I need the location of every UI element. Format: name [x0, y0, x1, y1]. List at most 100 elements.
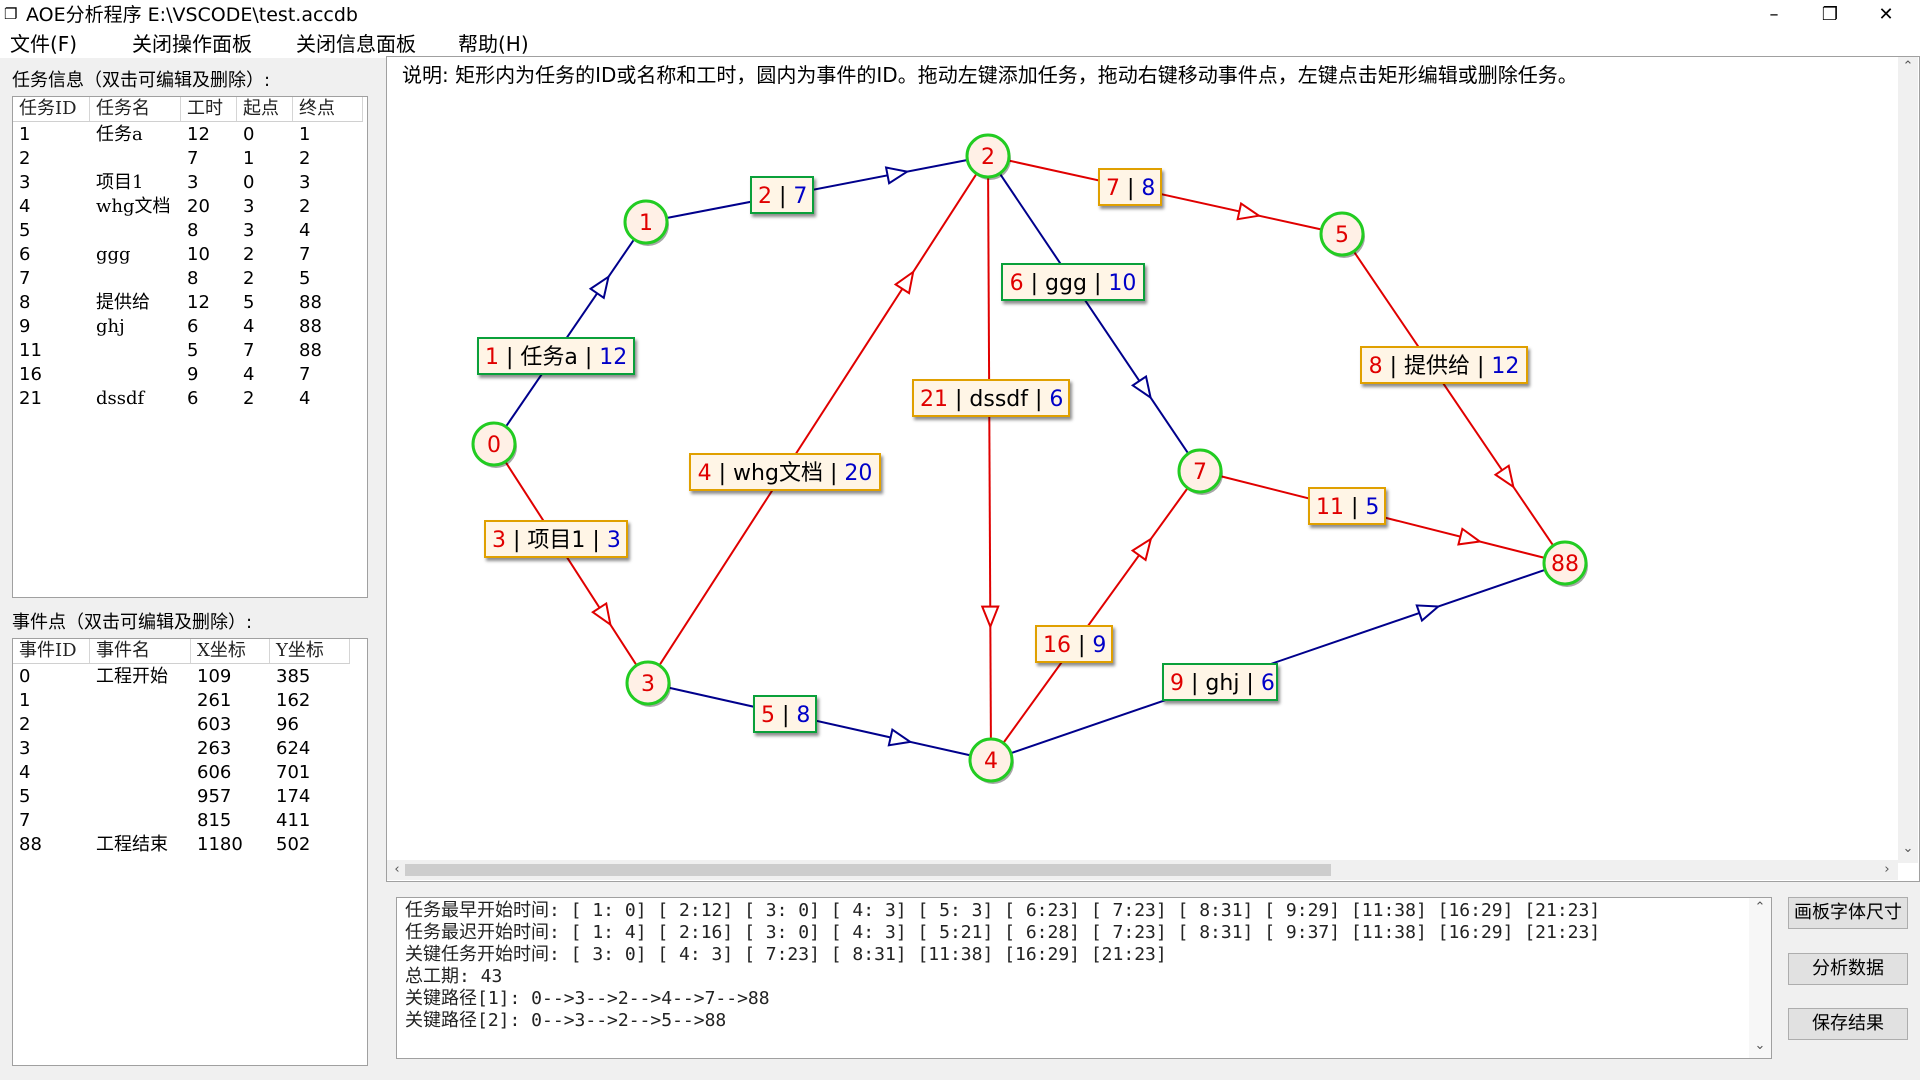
- task-cell: 5: [187, 340, 199, 361]
- task-cell: 16: [19, 364, 42, 385]
- analyze-data-button[interactable]: 分析数据: [1788, 953, 1908, 985]
- task-box-4[interactable]: 4 | whg文档 | 20: [689, 453, 881, 491]
- task-cell: 9: [19, 316, 31, 337]
- analysis-output[interactable]: 任务最早开始时间: [ 1: 0] [ 2:12] [ 3: 0] [ 4: 3…: [396, 897, 1772, 1059]
- task-column-header[interactable]: 工时: [181, 97, 237, 121]
- task-cell: whg文档: [96, 196, 171, 217]
- task-box-duration: 8: [796, 703, 811, 728]
- event-column-header[interactable]: 事件名: [90, 639, 191, 663]
- event-cell: 603: [197, 714, 232, 735]
- task-box-21[interactable]: 21 | dssdf | 6: [912, 379, 1070, 417]
- canvas-horizontal-scrollbar[interactable]: ‹ ›: [387, 860, 1898, 880]
- task-cell: 1: [19, 124, 31, 145]
- event-column-header[interactable]: 事件ID: [13, 639, 90, 663]
- event-cell: 3: [19, 738, 31, 759]
- task-box-8[interactable]: 8 | 提供给 | 12: [1360, 346, 1528, 384]
- task-box-6[interactable]: 6 | ggg | 10: [1001, 263, 1145, 301]
- task-cell: 12: [187, 292, 210, 313]
- task-column-header[interactable]: 起点: [237, 97, 293, 121]
- event-column-header[interactable]: Y坐标: [270, 639, 350, 663]
- task-box-5[interactable]: 5 | 8: [753, 695, 817, 733]
- task-cell: ghj: [96, 316, 125, 337]
- task-cell: 0: [243, 124, 255, 145]
- canvas-vertical-scrollbar[interactable]: ⌃ ⌄: [1898, 57, 1918, 863]
- save-results-button[interactable]: 保存结果: [1788, 1008, 1908, 1040]
- task-box-16[interactable]: 16 | 9: [1035, 625, 1113, 663]
- task-box-id: 16: [1043, 633, 1071, 658]
- scroll-left-icon[interactable]: ‹: [394, 862, 400, 877]
- event-node-4[interactable]: 4: [968, 737, 1014, 784]
- output-scroll-up-icon[interactable]: ⌃: [1754, 900, 1766, 915]
- event-node-5[interactable]: 5: [1319, 211, 1365, 258]
- task-box-1[interactable]: 1 | 任务a | 12: [477, 337, 635, 375]
- task-box-id: 3: [492, 528, 506, 553]
- task-box-11[interactable]: 11 | 5: [1308, 487, 1386, 525]
- task-column-header[interactable]: 终点: [293, 97, 363, 121]
- task-box-7[interactable]: 7 | 8: [1098, 168, 1162, 206]
- task-cell: dssdf: [96, 388, 145, 409]
- scroll-down-icon[interactable]: ⌄: [1902, 841, 1914, 856]
- event-node-label: 88: [1551, 552, 1579, 577]
- app-icon: ❐: [4, 5, 18, 23]
- menu-file[interactable]: 文件(F): [10, 32, 78, 56]
- close-button[interactable]: ✕: [1878, 4, 1894, 25]
- horizontal-scroll-thumb[interactable]: [405, 864, 1331, 876]
- output-scroll-down-icon[interactable]: ⌄: [1754, 1038, 1766, 1053]
- event-node-3[interactable]: 3: [625, 660, 671, 707]
- maximize-button[interactable]: ❐: [1821, 4, 1839, 25]
- task-edge-8: [1352, 250, 1555, 547]
- task-cell: 3: [299, 172, 311, 193]
- menu-close-operation-panel[interactable]: 关闭操作面板: [132, 32, 252, 56]
- event-node-0[interactable]: 0: [471, 421, 517, 468]
- canvas-font-size-button[interactable]: 画板字体尺寸: [1788, 897, 1908, 929]
- task-box-2[interactable]: 2 | 7: [750, 176, 814, 214]
- aoe-canvas[interactable]: 0 1 2 3 4 5 7 88 1 | 任务a | 12 2 | 7 3 | 项目1 | 3 4 …: [386, 56, 1920, 882]
- task-column-header[interactable]: 任务ID: [13, 97, 90, 121]
- task-box-9[interactable]: 9 | ghj | 6: [1162, 663, 1278, 701]
- scroll-up-icon[interactable]: ⌃: [1902, 59, 1914, 74]
- event-node-2[interactable]: 2: [965, 133, 1011, 180]
- aoe-graph[interactable]: 0 1 2 3 4 5 7 88: [387, 57, 1920, 863]
- task-cell: 2: [19, 148, 31, 169]
- task-box-duration: 6: [1260, 671, 1275, 696]
- tasks-panel-caption: 任务信息（双击可编辑及删除）:: [12, 70, 271, 91]
- event-node-7[interactable]: 7: [1177, 448, 1223, 495]
- title-bar[interactable]: ❐ AOE分析程序 E:\VSCODE\test.accdb – ❐ ✕: [0, 0, 1920, 30]
- minimize-button[interactable]: –: [1769, 4, 1779, 25]
- menu-help[interactable]: 帮助(H): [458, 32, 529, 56]
- task-box-id: 11: [1316, 495, 1344, 520]
- output-scrollbar[interactable]: ⌃ ⌄: [1749, 898, 1771, 1058]
- event-node-1[interactable]: 1: [623, 199, 669, 246]
- task-column-header[interactable]: 任务名: [90, 97, 181, 121]
- scroll-right-icon[interactable]: ›: [1884, 862, 1890, 877]
- task-cell: 6: [19, 244, 31, 265]
- task-cell: 项目1: [96, 172, 144, 193]
- task-box-duration: 10: [1108, 271, 1137, 296]
- event-column-header[interactable]: X坐标: [191, 639, 270, 663]
- event-node-88[interactable]: 88: [1542, 540, 1588, 587]
- menu-close-info-panel[interactable]: 关闭信息面板: [296, 32, 416, 56]
- task-box-3[interactable]: 3 | 项目1 | 3: [484, 520, 628, 558]
